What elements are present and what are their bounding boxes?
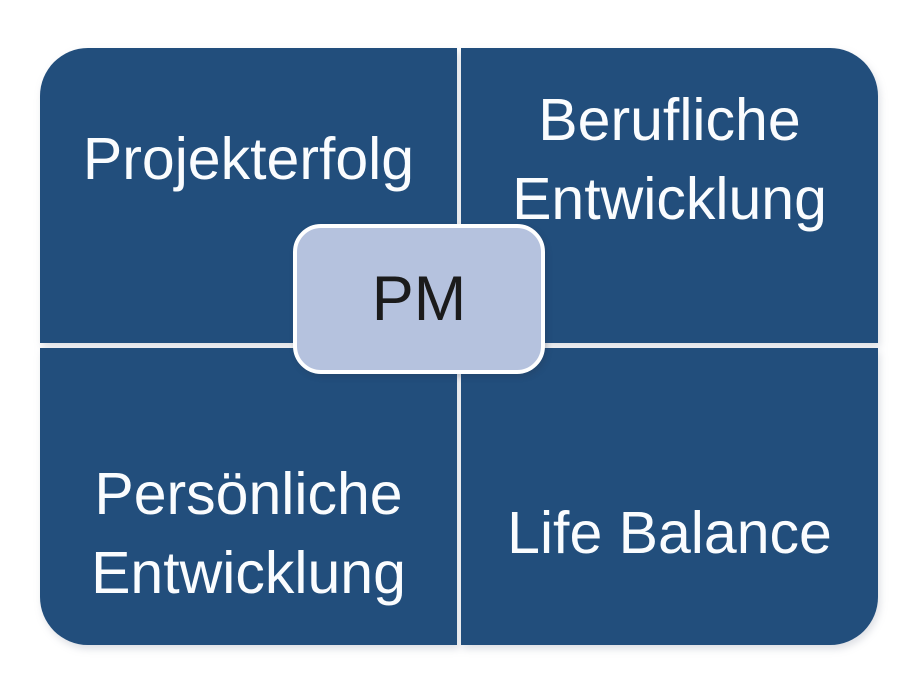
- center-node-pm: PM: [293, 224, 545, 374]
- center-node-label: PM: [371, 264, 467, 334]
- quadrant-life-balance: Life Balance: [461, 348, 878, 645]
- quadrant-label-persoenliche-entwicklung: Persönliche Entwicklung: [91, 461, 406, 606]
- quadrant-label-projekterfolg: Projekterfolg: [82, 126, 415, 193]
- quadrant-label-berufliche-entwicklung: Berufliche Entwicklung: [512, 87, 827, 232]
- quadrant-matrix-diagram: Projekterfolg Berufliche Entwicklung Per…: [40, 48, 878, 645]
- quadrant-projekterfolg: Projekterfolg: [40, 48, 457, 343]
- quadrant-label-life-balance: Life Balance: [507, 500, 832, 567]
- quadrant-persoenliche-entwicklung: Persönliche Entwicklung: [40, 348, 457, 645]
- quadrant-berufliche-entwicklung: Berufliche Entwicklung: [461, 48, 878, 343]
